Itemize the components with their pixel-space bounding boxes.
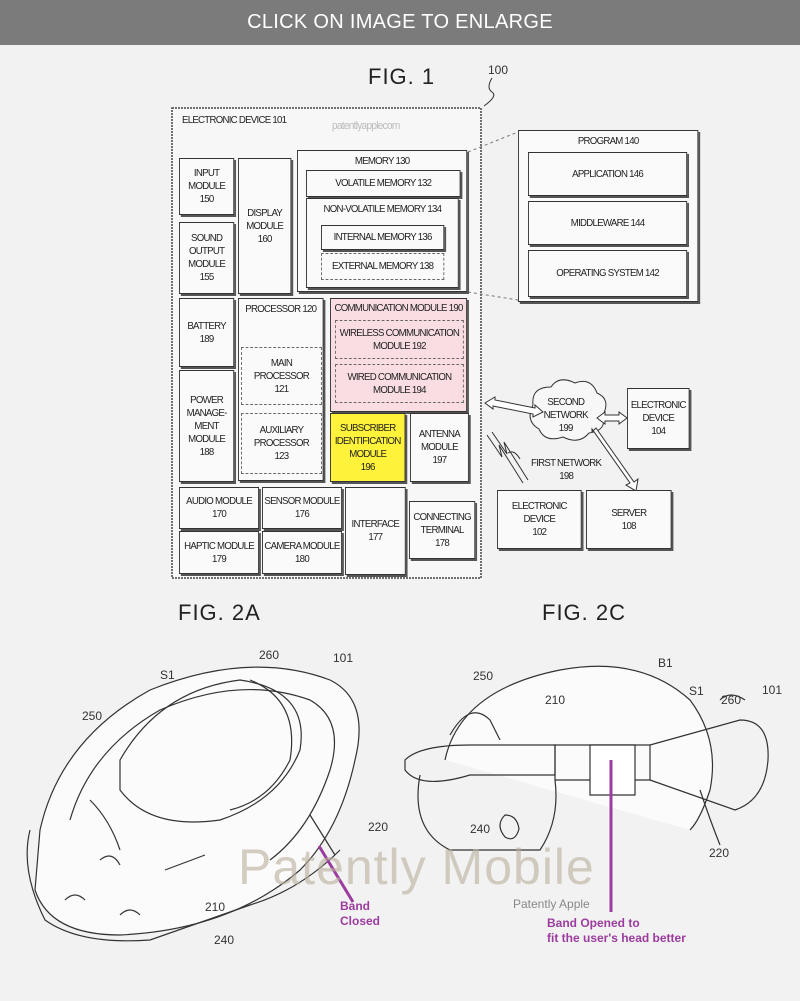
- label-260: 260: [721, 693, 742, 707]
- label-260: 260: [259, 648, 280, 662]
- enlarge-image-banner[interactable]: CLICK ON IMAGE TO ENLARGE: [0, 0, 800, 45]
- label-240: 240: [470, 822, 491, 836]
- application-146: APPLICATION 146: [528, 152, 688, 196]
- audio-module-170: AUDIO MODULE 170: [179, 487, 260, 529]
- input-module-150: INPUT MODULE 150: [179, 158, 235, 215]
- label-b1: B1: [658, 656, 673, 670]
- electronic-device-101-title: ELECTRONIC DEVICE 101: [182, 113, 287, 126]
- internal-memory-136: INTERNAL MEMORY 136: [321, 225, 445, 250]
- patently-mobile-watermark: Patently Mobile: [238, 839, 595, 895]
- ref-100: 100: [488, 63, 509, 77]
- label-240: 240: [214, 933, 235, 947]
- label-s1: S1: [160, 668, 175, 682]
- electronic-device-102: ELECTRONIC DEVICE 102: [497, 490, 582, 549]
- server-108: SERVER 108: [586, 490, 672, 549]
- label-220: 220: [709, 846, 730, 860]
- label-220: 220: [368, 820, 389, 834]
- wired-communication-module-194: WIRED COMMUNICATION MODULE 194: [335, 364, 464, 403]
- label-250: 250: [82, 709, 103, 723]
- band-opened-annotation: Band Opened to fit the user's head bette…: [547, 916, 686, 945]
- antenna-module-197: ANTENNA MODULE 197: [410, 413, 469, 482]
- label-101: 101: [333, 651, 354, 665]
- patently-apple-watermark: Patently Apple: [513, 897, 590, 911]
- label-210: 210: [205, 900, 226, 914]
- label-210: 210: [545, 693, 566, 707]
- label-250: 250: [473, 669, 494, 683]
- battery-189: BATTERY 189: [179, 298, 235, 367]
- band-closed-annotation: Band Closed: [340, 899, 381, 928]
- fig1-title: FIG. 1: [368, 64, 436, 89]
- auxiliary-processor-123: AUXILIARY PROCESSOR 123: [241, 413, 322, 474]
- sensor-module-176: SENSOR MODULE 176: [262, 487, 343, 529]
- interface-177: INTERFACE 177: [345, 487, 406, 575]
- sound-output-module-155: SOUND OUTPUT MODULE 155: [179, 222, 235, 294]
- main-processor-121: MAIN PROCESSOR 121: [241, 347, 322, 405]
- patentlyapple-watermark: patentlyapplecom: [332, 119, 400, 132]
- subscriber-identification-module-196: SUBSCRIBER IDENTIFICATION MODULE 196: [330, 413, 406, 482]
- wireless-communication-module-192: WIRELESS COMMUNICATION MODULE 192: [335, 320, 464, 359]
- fig2c-title: FIG. 2C: [542, 600, 627, 625]
- volatile-memory-132: VOLATILE MEMORY 132: [306, 170, 461, 197]
- fig2a-title: FIG. 2A: [178, 600, 261, 625]
- first-network-198: FIRST NETWORK 198: [531, 457, 602, 482]
- label-101: 101: [762, 683, 783, 697]
- connecting-terminal-178: CONNECTING TERMINAL 178: [409, 501, 476, 559]
- external-memory-138: EXTERNAL MEMORY 138: [321, 253, 445, 280]
- haptic-module-179: HAPTIC MODULE 179: [179, 531, 260, 574]
- label-s1: S1: [689, 684, 704, 698]
- middleware-144: MIDDLEWARE 144: [528, 201, 688, 245]
- camera-module-180: CAMERA MODULE 180: [262, 531, 343, 574]
- power-management-module-188: POWER MANAGE- MENT MODULE 188: [179, 370, 235, 482]
- operating-system-142: OPERATING SYSTEM 142: [528, 250, 688, 297]
- fig2a-headset-drawing: [26, 666, 360, 942]
- display-module-160: DISPLAY MODULE 160: [238, 158, 292, 294]
- second-network-199: SECOND NETWORK 199: [543, 395, 589, 434]
- fig2c-headset-drawing: [404, 665, 769, 851]
- electronic-device-104: ELECTRONIC DEVICE 104: [627, 388, 690, 449]
